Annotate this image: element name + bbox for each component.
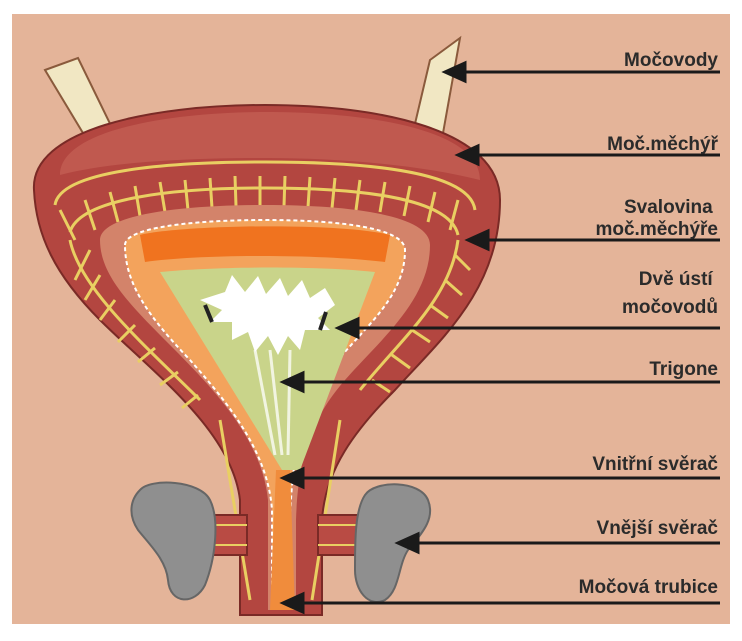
label-external-sphincter: Vnější svěrač [597,518,719,539]
label-ureters: Močovody [624,50,718,71]
label-urethra: Močová trubice [579,577,718,598]
label-internal-sphincter: Vnitřní svěrač [592,454,718,475]
label-trigone: Trigone [649,359,718,380]
label-bladder: Moč.měchýř [607,134,718,155]
